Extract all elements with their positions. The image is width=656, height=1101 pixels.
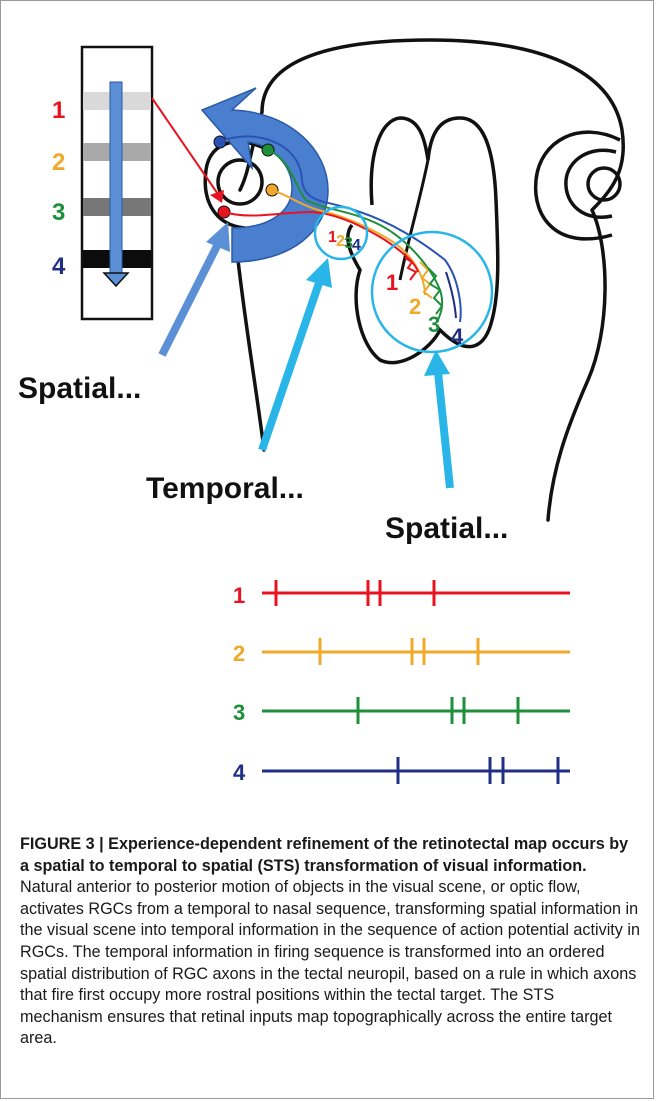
spike-train-1: 1 (233, 580, 570, 608)
tadpole-head-outline (238, 40, 623, 520)
label-temporal: Temporal... (146, 472, 304, 505)
tectum-lobes (348, 118, 498, 363)
pointer-arrows (162, 222, 450, 488)
figure-caption: FIGURE 3 | Experience-dependent refineme… (20, 834, 640, 1050)
label-spatial-left: Spatial... (18, 372, 141, 405)
right-eye (536, 132, 620, 239)
spike-label-1: 1 (233, 583, 245, 608)
stripe-number-4: 4 (52, 253, 66, 280)
caption-title: FIGURE 3 | Experience-dependent refineme… (20, 835, 628, 875)
tectum-num-2: 2 (409, 294, 421, 319)
caption-body: Natural anterior to posterior motion of … (20, 878, 640, 1047)
spike-label-4: 4 (233, 760, 246, 785)
small-num-4: 4 (352, 237, 361, 254)
sts-diagram: 1 2 3 4 1 2 3 4 1 2 3 4 (0, 0, 656, 830)
stripe-number-1: 1 (52, 97, 65, 124)
spike-train-4: 4 (233, 757, 570, 785)
spike-label-2: 2 (233, 641, 245, 666)
stripe-number-3: 3 (52, 199, 65, 226)
tectum-num-4: 4 (451, 324, 464, 349)
spike-train-3: 3 (233, 697, 570, 725)
tectum-num-3: 3 (428, 312, 440, 337)
stripe-number-2: 2 (52, 149, 65, 176)
tectum-num-1: 1 (386, 270, 398, 295)
label-spatial-right: Spatial... (385, 512, 508, 545)
spike-train-2: 2 (233, 638, 570, 666)
spike-label-3: 3 (233, 700, 245, 725)
motion-arrow-shaft (110, 82, 122, 274)
